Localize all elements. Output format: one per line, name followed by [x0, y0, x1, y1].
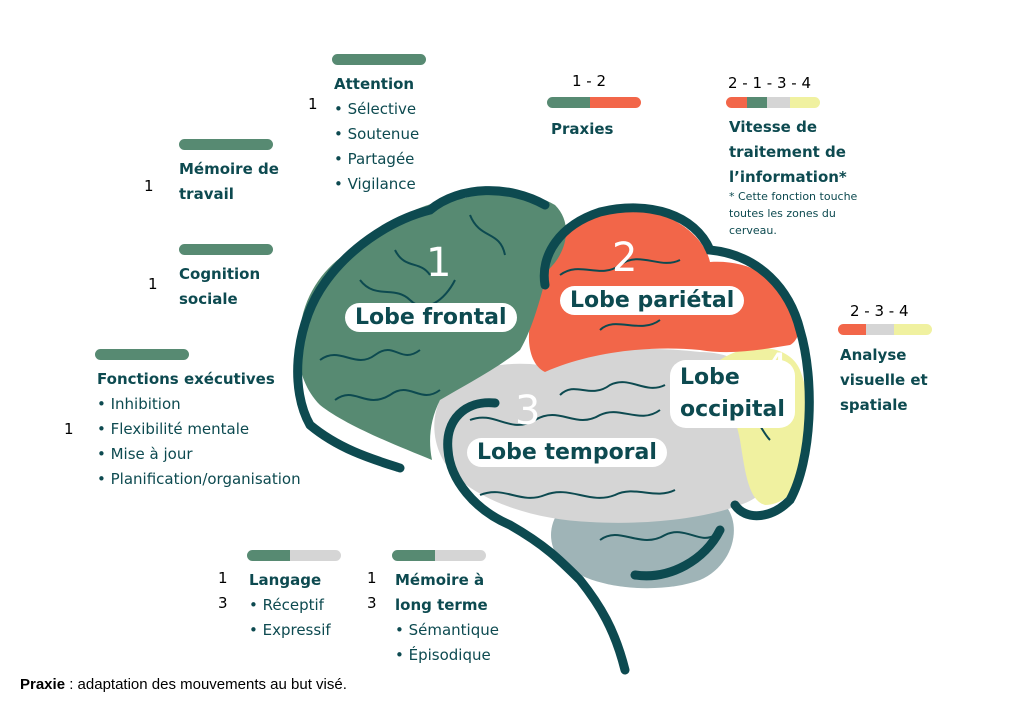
analyse-visuelle-title-line2: visuelle et: [840, 371, 928, 389]
footer-term: Praxie: [20, 676, 66, 693]
frontal-lobe-label: Lobe frontal: [345, 303, 517, 332]
brain-outline: [293, 186, 814, 675]
parietal-lobe-number: 2: [612, 235, 638, 281]
langage-lobe-2: 3: [218, 594, 228, 612]
gyri-lines: [319, 214, 771, 541]
langage-item-2: • Expressif: [249, 621, 331, 639]
memoire-long-terme-item-1: • Sémantique: [395, 621, 499, 639]
vitesse-title-line1: Vitesse de: [729, 118, 817, 136]
cognition-sociale-lobe-bar: [179, 244, 273, 255]
memoire-long-terme-title-line2: long terme: [395, 596, 488, 614]
fonctions-executives-item-4: • Planification/organisation: [97, 470, 301, 488]
fonctions-executives-title: Fonctions exécutives: [97, 370, 275, 388]
memoire-travail-lobes: 1: [144, 177, 154, 195]
vitesse-note-line3: cerveau.: [729, 224, 777, 237]
footer-definition: Praxie : adaptation des mouvements au bu…: [20, 676, 347, 693]
langage-item-1: • Réceptif: [249, 596, 324, 614]
occipital-label-line1: Lobe: [680, 365, 740, 390]
memoire-long-terme-lobe-1: 1: [367, 569, 377, 587]
fonctions-executives-lobe-bar: [95, 349, 189, 360]
frontal-lobe-number: 1: [426, 240, 452, 286]
praxies-lobes: 1 - 2: [572, 72, 607, 90]
analyse-visuelle-title-line3: spatiale: [840, 396, 908, 414]
attention-item-1: • Sélective: [334, 100, 417, 118]
attention-title: Attention: [334, 75, 415, 93]
vitesse-title-line2: traitement de: [729, 143, 846, 161]
memoire-travail-title-line1: Mémoire de: [179, 160, 279, 178]
langage-title: Langage: [249, 571, 322, 589]
praxies-title: Praxies: [551, 120, 614, 138]
footer-definition-text: : adaptation des mouvements au but visé.: [65, 676, 347, 693]
vitesse-note-line2: toutes les zones du: [729, 207, 836, 220]
attention-item-3: • Partagée: [334, 150, 415, 168]
memoire-long-terme-lobe-bar: [392, 550, 486, 561]
parietal-lobe-label: Lobe pariétal: [560, 286, 745, 315]
fonctions-executives-item-2: • Flexibilité mentale: [97, 420, 250, 438]
fonctions-executives-item-3: • Mise à jour: [97, 445, 193, 463]
cognition-sociale-lobes: 1: [148, 275, 158, 293]
memoire-travail-title-line2: travail: [179, 185, 234, 203]
analyse-visuelle-lobes: 2 - 3 - 4: [850, 302, 909, 320]
vitesse-lobes: 2 - 1 - 3 - 4: [728, 74, 812, 92]
memoire-travail-lobe-bar: [179, 139, 273, 150]
vitesse-note-line1: * Cette fonction touche: [729, 190, 858, 203]
occipital-label-line2: occipital: [680, 397, 785, 422]
vitesse-title-line3: l’information*: [729, 168, 847, 186]
vitesse-lobe-bar: [726, 97, 820, 108]
attention-item-2: • Soutenue: [334, 125, 420, 143]
analyse-visuelle-title-line1: Analyse: [840, 346, 907, 364]
attention-item-4: • Vigilance: [334, 175, 416, 193]
temporal-lobe-number: 3: [515, 388, 541, 434]
langage-lobe-bar: [247, 550, 341, 561]
analyse-visuelle-lobe-bar: [838, 324, 932, 335]
memoire-long-terme-lobe-2: 3: [367, 594, 377, 612]
langage-lobe-1: 1: [218, 569, 228, 587]
attention-lobes: 1: [308, 95, 318, 113]
fonctions-executives-item-1: • Inhibition: [97, 395, 181, 413]
fonctions-executives-lobes: 1: [64, 420, 74, 438]
temporal-lobe-label: Lobe temporal: [467, 438, 667, 467]
praxies-lobe-bar: [547, 97, 641, 108]
occipital-lobe-label: Lobe occipital: [670, 360, 795, 428]
memoire-long-terme-item-2: • Épisodique: [395, 646, 491, 664]
cognition-sociale-title-line1: Cognition: [179, 265, 261, 283]
memoire-long-terme-title-line1: Mémoire à: [395, 571, 485, 589]
attention-lobe-bar: [332, 54, 426, 65]
cognition-sociale-title-line2: sociale: [179, 290, 238, 308]
